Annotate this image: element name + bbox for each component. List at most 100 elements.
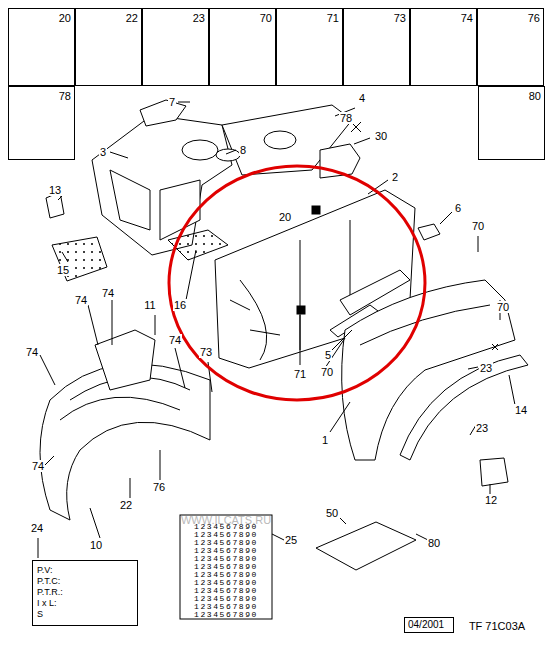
part-number: 78 <box>59 90 71 102</box>
table-cell: 1234567890 <box>194 603 258 611</box>
callout-number: 8 <box>239 144 247 156</box>
labels-plates <box>316 522 416 570</box>
upper-structure <box>264 131 296 149</box>
part-number: 74 <box>461 12 473 24</box>
callout-number: 2 <box>391 171 399 183</box>
upper-structure <box>52 237 107 281</box>
table-cell: 1234567890 <box>194 579 258 587</box>
callout-number: 25 <box>284 534 298 546</box>
callout-number: 24 <box>30 522 44 534</box>
callout-number: 73 <box>199 346 213 358</box>
callout-number: 74 <box>101 287 115 299</box>
callout-number: 30 <box>374 130 388 142</box>
callout-number: 23 <box>475 422 489 434</box>
part-number: 70 <box>260 12 272 24</box>
callout-number: 80 <box>427 537 441 549</box>
callout-number: 74 <box>31 460 45 472</box>
table-cell: 1234567890 <box>194 539 258 547</box>
table-cell: 1234567890 <box>194 531 258 539</box>
field-name: P.T.R.: <box>37 587 63 598</box>
leader-lines <box>38 102 517 558</box>
fastener-box: 74 <box>410 8 477 86</box>
callout-number: 74 <box>25 346 39 358</box>
callout-number: 23 <box>479 362 493 374</box>
callout-number: 10 <box>89 539 103 551</box>
callout-number: 12 <box>484 494 498 506</box>
table-cell: 1234567890 <box>194 555 258 563</box>
callout-number: 71 <box>293 368 307 380</box>
table-cell: 1234567890 <box>194 547 258 555</box>
inner-wing-panel <box>312 206 320 214</box>
upper-structure <box>216 149 240 161</box>
part-number: 71 <box>327 12 339 24</box>
fastener-box: 76 <box>477 8 544 86</box>
callout-number: 11 <box>143 299 156 311</box>
callout-number: 15 <box>56 264 70 276</box>
upper-structure <box>110 170 200 240</box>
part-number: 76 <box>528 12 540 24</box>
part-number: 22 <box>126 12 138 24</box>
table-cell: 1234567890 <box>194 563 258 571</box>
wheel-arch-liner <box>40 330 210 520</box>
leader-lines <box>38 102 517 558</box>
part-number: 73 <box>394 12 406 24</box>
callout-number: 50 <box>325 507 339 519</box>
plate-label-box: P.V:P.T.C:P.T.R.:I x L:S <box>32 560 138 626</box>
fastener-box: 73 <box>343 8 410 86</box>
callout-number: 78 <box>339 112 353 124</box>
callout-number: 22 <box>119 499 133 511</box>
leader-lines <box>351 122 498 350</box>
highlight-circle <box>169 166 425 400</box>
fastener-box: 71 <box>276 8 343 86</box>
field-name: I x L: <box>37 598 57 609</box>
part-number: 20 <box>59 12 71 24</box>
callout-number: 70 <box>320 366 334 378</box>
upper-structure <box>182 140 218 160</box>
part-number: 80 <box>529 90 541 102</box>
part-number: 23 <box>193 12 205 24</box>
upper-structure <box>140 100 186 126</box>
fastener-box: 78 <box>8 86 75 160</box>
callout-number: 6 <box>454 202 462 214</box>
callout-number: 1 <box>321 434 329 446</box>
callout-number: 76 <box>152 481 166 493</box>
callout-number: 70 <box>471 220 485 232</box>
labels-plates <box>180 515 416 619</box>
callout-number: 13 <box>48 184 62 196</box>
date-box: 04/2001 <box>404 617 454 633</box>
callout-number: 7 <box>168 96 176 108</box>
fastener-box: 23 <box>142 8 209 86</box>
callout-number: 16 <box>173 299 187 311</box>
field-name: P.V: <box>37 565 53 576</box>
wheel-arch-liner <box>95 330 155 390</box>
table-cell: 1234567890 <box>194 611 258 619</box>
callout-number: 3 <box>99 146 107 158</box>
inner-wing-panel <box>418 224 440 240</box>
front-wing <box>480 458 508 486</box>
table-cell: 1234567890 <box>194 595 258 603</box>
front-wing <box>342 280 528 486</box>
date-code: 04/2001 <box>408 619 444 631</box>
fastener-box: 22 <box>75 8 142 86</box>
table-cell: 1234567890 <box>194 523 258 531</box>
fastener-box: 80 <box>478 86 545 160</box>
fastener-box: 70 <box>209 8 276 86</box>
callout-number: 74 <box>168 334 182 346</box>
front-wing <box>342 280 515 460</box>
labels-plates <box>180 515 272 619</box>
drawing-code: TF 71C03A <box>468 620 526 632</box>
field-name: S <box>37 609 43 620</box>
inner-wing-panel <box>230 220 350 360</box>
front-wing <box>360 305 490 345</box>
inner-wing-panel <box>297 306 305 314</box>
callout-number: 74 <box>74 294 88 306</box>
callout-number: 70 <box>496 301 510 313</box>
table-cell: 1234567890 <box>194 571 258 579</box>
field-name: P.T.C: <box>37 576 60 587</box>
fastener-box: 20 <box>8 8 75 86</box>
callout-number: 14 <box>514 404 528 416</box>
callout-number: 5 <box>324 349 332 361</box>
callout-number: 20 <box>278 211 292 223</box>
